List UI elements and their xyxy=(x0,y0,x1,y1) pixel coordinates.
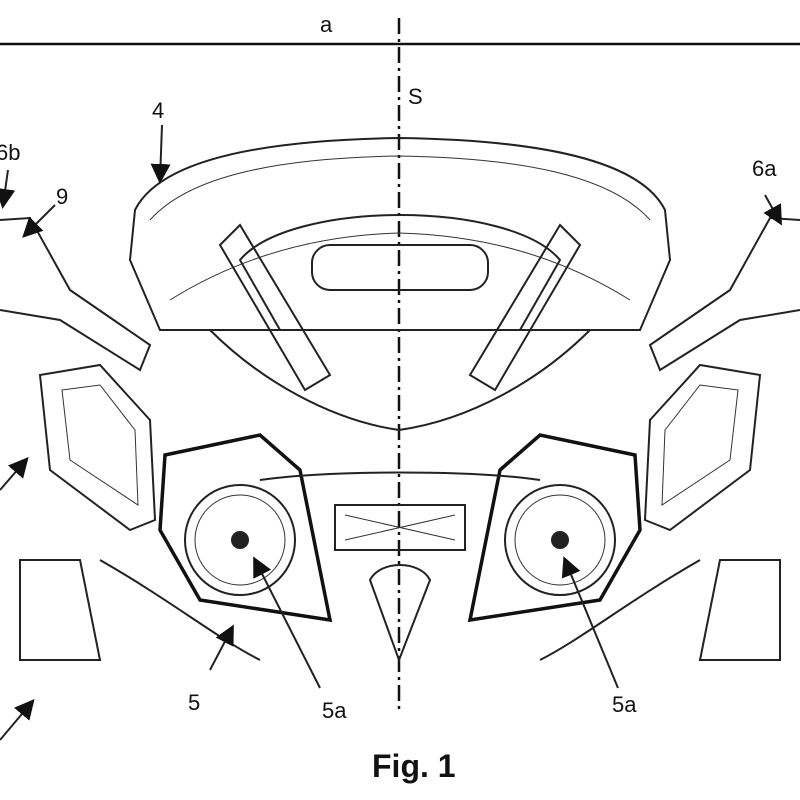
windshield xyxy=(128,136,672,331)
label-a: a xyxy=(320,12,333,37)
side-fairings xyxy=(38,363,762,532)
label-9: 9 xyxy=(56,184,69,209)
leader-arrows xyxy=(0,124,782,741)
label-4: 4 xyxy=(152,98,165,123)
turn-signal-arms xyxy=(218,223,582,392)
label-6a: 6a xyxy=(752,156,777,181)
label-5a-right: 5a xyxy=(612,692,637,717)
headlight-housing xyxy=(158,433,642,663)
lower-fairing xyxy=(19,559,781,661)
label-5: 5 xyxy=(188,690,201,715)
label-s: S xyxy=(408,84,423,109)
label-6b: 6b xyxy=(0,140,21,165)
label-5a-left: 5a xyxy=(322,698,347,723)
instrument-cluster xyxy=(209,214,591,432)
figure-caption: Fig. 1 xyxy=(372,748,456,784)
